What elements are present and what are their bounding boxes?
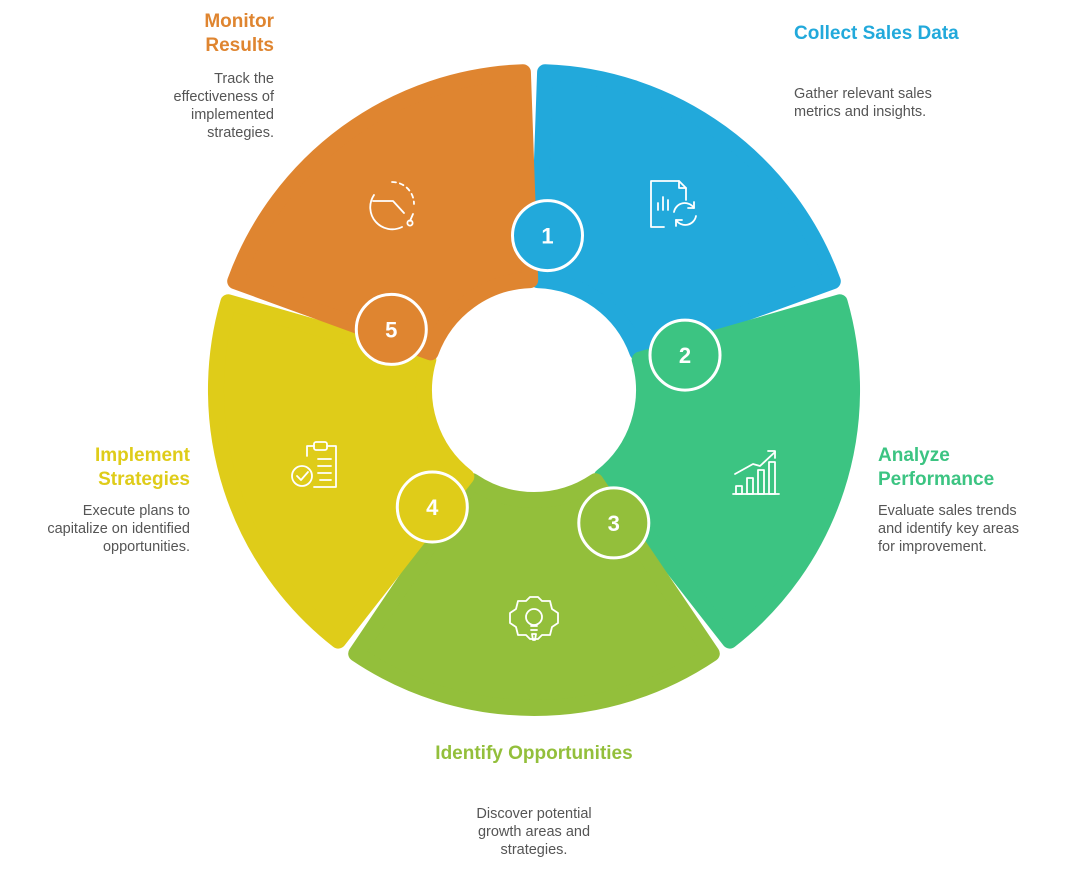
step-4-number: 4 [426,495,439,520]
report-refresh-icon [650,180,697,228]
step-4-segment [207,294,475,649]
step-3-title: Identify Opportunities [435,743,633,764]
step-5-badge [354,292,428,366]
step-2-title: Analyze Performance [878,445,995,490]
step-2-badge [648,318,722,392]
step-5-number: 5 [385,317,397,342]
step-1-title: Collect Sales Data [794,23,959,44]
gear-lightbulb-icon [509,596,559,641]
step-3-number: 3 [608,511,620,536]
growth-chart-icon [732,450,780,495]
clipboard-check-icon [291,441,337,488]
step-1-badge [511,199,584,273]
step-1-number: 1 [541,224,553,249]
gauge-icon [369,181,415,231]
step-2-segment [593,294,861,649]
step-3-description: Discover potential growth areas and stra… [476,806,592,858]
step-5-description: Track the effectiveness of implemented s… [173,71,275,141]
step-5-segment [227,64,539,361]
step-2-number: 2 [679,343,691,368]
step-1-segment [529,64,841,361]
step-4-title: Implement Strategies [94,445,190,490]
step-4-description: Execute plans to capitalize on identifie… [47,503,190,555]
step-1-description: Gather relevant sales metrics and insigh… [794,86,932,120]
step-3-badge [577,486,651,560]
step-5-title: Monitor Results [204,11,274,56]
step-2-description: Evaluate sales trends and identify key a… [878,503,1020,555]
step-4-badge [395,470,469,544]
